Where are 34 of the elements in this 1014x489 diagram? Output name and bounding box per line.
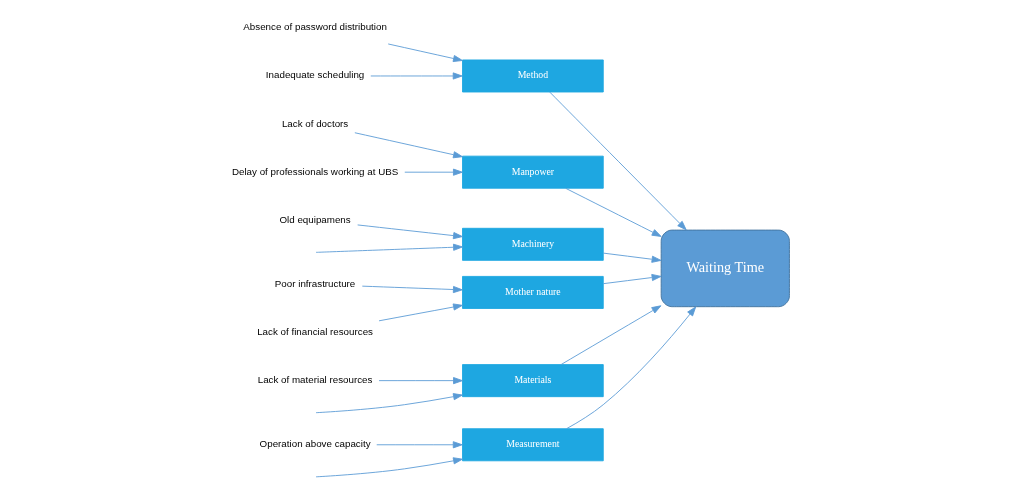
arrow	[378, 377, 463, 385]
arrow	[361, 285, 463, 294]
node-text: Lack of doctors	[281, 117, 348, 129]
node-text: Old equipamens	[278, 213, 351, 225]
arrow	[356, 224, 463, 240]
node-text: Absence of password distribution	[242, 21, 387, 33]
node-text: Lack of material resources	[257, 374, 372, 386]
node-text: Operation above capacity	[259, 438, 371, 450]
arrow	[565, 306, 696, 430]
node-text: Lack of financial resources	[256, 326, 373, 338]
node-text: Inadequate scheduling	[265, 69, 364, 81]
node-box: Machinery	[461, 227, 604, 261]
arrow	[602, 252, 661, 263]
arrow	[602, 273, 661, 285]
node-box: Method	[461, 59, 604, 93]
arrow	[564, 187, 662, 237]
arrow	[375, 441, 463, 449]
node-box: Manpower	[461, 155, 604, 189]
arrow	[369, 72, 463, 80]
arrow	[315, 243, 463, 253]
node-text: Delay of professionals working at UBS	[231, 165, 398, 177]
node-box: Measurement	[461, 428, 604, 462]
arrow	[315, 393, 463, 414]
node-text: Poor infrastructure	[274, 277, 355, 289]
arrow	[548, 91, 687, 231]
arrow	[315, 457, 463, 478]
node-box: Waiting Time	[660, 229, 790, 308]
arrow	[353, 132, 463, 159]
node-box: Mother nature	[461, 275, 604, 309]
node-box: Materials	[461, 364, 604, 398]
arrow	[378, 303, 463, 322]
arrow	[560, 305, 661, 365]
arrow	[387, 43, 463, 63]
arrow	[403, 168, 463, 176]
